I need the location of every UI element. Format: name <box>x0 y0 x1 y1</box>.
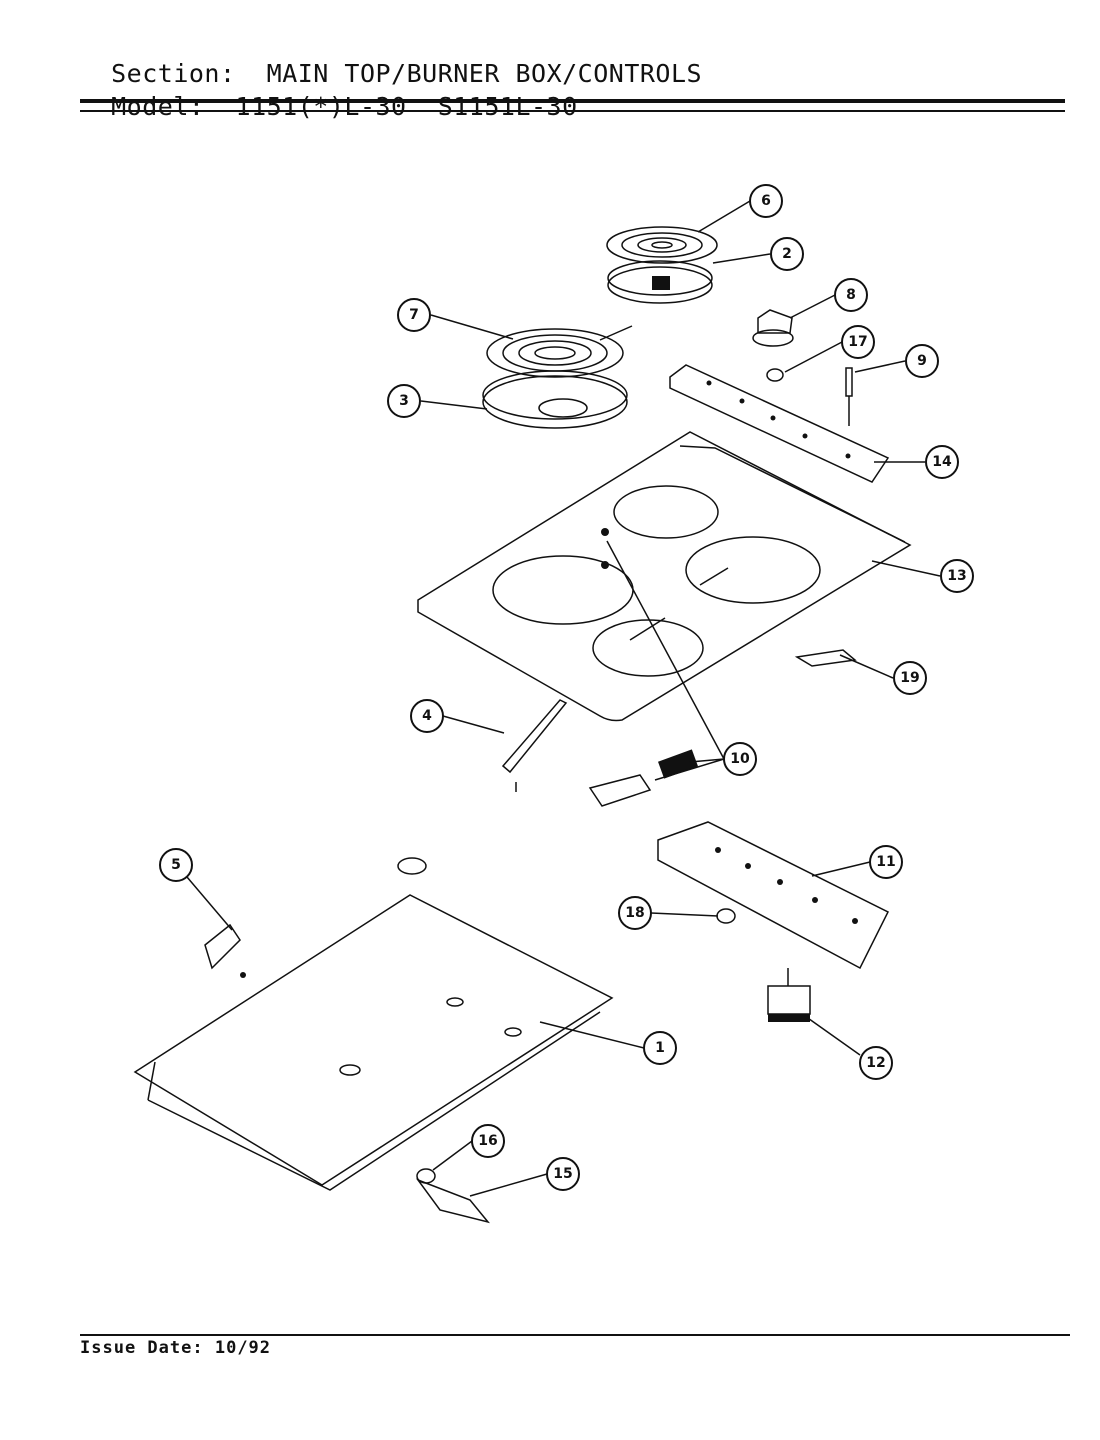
drip-bowl-small <box>607 260 713 304</box>
surface-element-large <box>486 325 633 378</box>
terminal-connector <box>415 1168 491 1224</box>
callout-1-text: 1 <box>655 1040 665 1056</box>
callout-17: 17 <box>841 325 875 359</box>
callout-16-text: 16 <box>478 1133 497 1149</box>
main-top <box>417 431 912 722</box>
callout-13-text: 13 <box>947 568 966 584</box>
control-bracket <box>657 821 890 970</box>
rating-label <box>794 649 857 667</box>
control-knob <box>752 309 794 347</box>
callout-14: 14 <box>925 445 959 479</box>
callout-12: 12 <box>859 1046 893 1080</box>
issue-date: Issue Date: 10/92 <box>80 1338 271 1358</box>
callout-5-text: 5 <box>171 857 181 873</box>
terminal-blocks <box>588 749 698 807</box>
callout-11: 11 <box>869 845 903 879</box>
callout-2-text: 2 <box>782 246 792 262</box>
callout-15-text: 15 <box>553 1166 572 1182</box>
callout-19-text: 19 <box>900 670 919 686</box>
infinite-switch <box>767 968 811 1022</box>
callout-15: 15 <box>546 1157 580 1191</box>
issue-label: Issue Date: <box>80 1338 204 1358</box>
callout-4: 4 <box>410 699 444 733</box>
callout-11-text: 11 <box>876 854 895 870</box>
hinge-bracket <box>204 923 246 978</box>
callout-13: 13 <box>940 559 974 593</box>
model-label: Model: <box>111 92 205 121</box>
surface-element-small <box>606 226 718 264</box>
header-rule-thin <box>80 110 1065 112</box>
drip-bowl-large <box>482 370 628 429</box>
callout-14-text: 14 <box>932 454 952 470</box>
indicator-light <box>845 367 853 426</box>
callout-1: 1 <box>643 1031 677 1065</box>
callout-7: 7 <box>397 298 431 332</box>
callout-3-text: 3 <box>399 393 409 409</box>
callout-6: 6 <box>749 184 783 218</box>
clip <box>716 908 736 924</box>
issue-value: 10/92 <box>214 1338 272 1358</box>
callout-3: 3 <box>387 384 421 418</box>
callout-5: 5 <box>159 848 193 882</box>
callout-8: 8 <box>834 278 868 312</box>
burner-box <box>133 857 614 1191</box>
callout-10: 10 <box>723 742 757 776</box>
callout-18: 18 <box>618 896 652 930</box>
callout-12-text: 12 <box>866 1055 885 1071</box>
callout-16: 16 <box>471 1124 505 1158</box>
header-rule-thick <box>80 99 1065 103</box>
nut <box>766 368 784 382</box>
trim-bracket <box>501 699 568 792</box>
callout-7-text: 7 <box>409 307 419 323</box>
callout-6-text: 6 <box>761 193 771 209</box>
callout-4-text: 4 <box>422 708 432 724</box>
callout-9: 9 <box>905 344 939 378</box>
control-panel-strip <box>669 364 890 483</box>
section-label: Section: <box>111 59 236 88</box>
callout-8-text: 8 <box>846 287 856 303</box>
model-value: 1151(*)L-30 S1151L-30 <box>235 92 578 121</box>
model-line: Model: 1151(*)L-30 S1151L-30 <box>80 63 578 121</box>
callout-18-text: 18 <box>625 905 644 921</box>
callout-9-text: 9 <box>917 353 927 369</box>
leader-lines <box>186 200 941 1197</box>
footer-rule <box>80 1334 1070 1336</box>
callout-10-text: 10 <box>730 751 750 767</box>
section-value: MAIN TOP/BURNER BOX/CONTROLS <box>266 59 703 88</box>
callout-17-text: 17 <box>848 334 867 350</box>
callout-2: 2 <box>770 237 804 271</box>
callout-19: 19 <box>893 661 927 695</box>
section-line: Section: MAIN TOP/BURNER BOX/CONTROLS <box>80 30 702 88</box>
